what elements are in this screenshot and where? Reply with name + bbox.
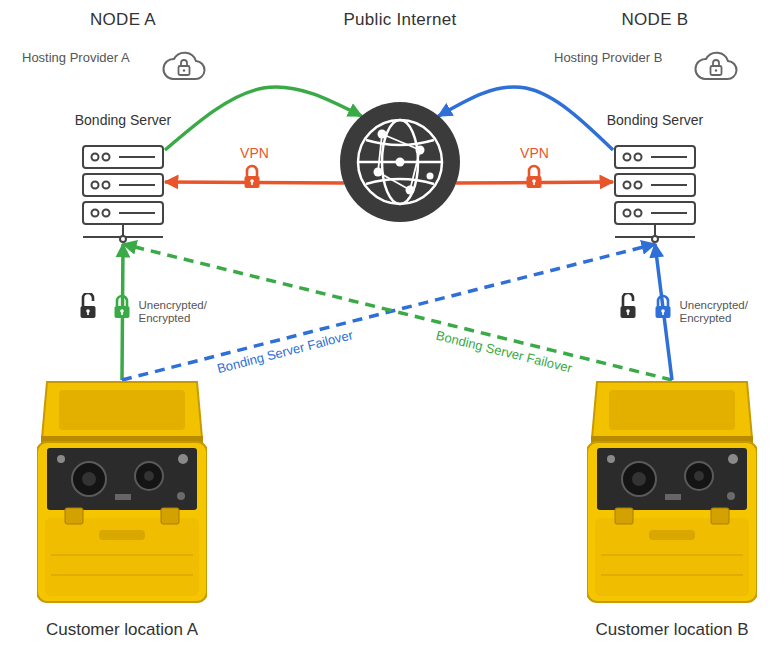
failover-connector: [123, 244, 672, 380]
vpn-lock: [245, 166, 260, 188]
hosting-panel: NODE B Hosting Provider B Bonding Server: [542, 6, 768, 276]
node-heading: NODE A: [90, 6, 156, 34]
cloud-lock-icon: [694, 46, 738, 84]
bonding-case-illustration: [587, 380, 757, 605]
location-label: Customer location B: [595, 619, 748, 641]
link-connector: [655, 244, 672, 380]
server-icon: [81, 144, 165, 244]
icon-graphic: [587, 382, 757, 602]
node-heading: Public Internet: [343, 6, 456, 34]
icon-graphic: [83, 146, 163, 242]
vpn-lock: [527, 166, 542, 188]
node-heading: NODE B: [622, 6, 689, 34]
edge-label-holder: VPN: [520, 144, 549, 161]
server-label: Bonding Server: [607, 110, 704, 130]
customer-unit: Customer location A: [37, 380, 207, 641]
bonding-server: Bonding Server: [595, 110, 715, 244]
link-connector: [438, 87, 613, 150]
bonding-server: Bonding Server: [63, 110, 183, 244]
location-label: Customer location A: [46, 619, 198, 641]
closed-lock: [115, 296, 130, 318]
provider-name: Hosting Provider B: [554, 50, 662, 66]
failover-label: Bonding Server Failover: [216, 327, 355, 377]
server-label: Bonding Server: [75, 110, 172, 130]
edge-label-holder: VPN: [240, 144, 269, 161]
vpn-label: VPN: [240, 144, 269, 161]
open-lock: [621, 293, 636, 318]
closed-lock: [656, 296, 671, 318]
edge-label-holder: Unencrypted/ Encrypted: [139, 299, 223, 325]
provider-name: Hosting Provider A: [22, 50, 130, 66]
vpn-label: VPN: [520, 144, 549, 161]
encryption-label: Unencrypted/ Encrypted: [680, 299, 764, 325]
icon-graphic: [340, 102, 460, 222]
cloud-lock-icon: [162, 46, 206, 84]
edge-label-holder: Unencrypted/ Encrypted: [680, 299, 764, 325]
icon-graphic: [615, 146, 695, 242]
internet-globe: Public Internet: [335, 6, 465, 224]
cloud-lock-icon: [163, 53, 204, 79]
edge-label-holder: Bonding Server Failover: [435, 327, 574, 376]
cloud-lock-icon: [695, 53, 736, 79]
link-connector: [165, 87, 362, 150]
encryption-label: Unencrypted/ Encrypted: [139, 299, 223, 325]
customer-unit: Customer location B: [587, 380, 757, 641]
failover-label: Bonding Server Failover: [435, 327, 574, 376]
globe-icon: [338, 100, 462, 224]
server-icon: [613, 144, 697, 244]
hosting-panel: NODE A Hosting Provider A Bonding Server: [10, 6, 236, 276]
open-lock: [81, 293, 96, 318]
edge-label-holder: Bonding Server Failover: [216, 327, 355, 377]
icon-graphic: [37, 382, 207, 602]
bonding-case-illustration: [37, 380, 207, 605]
